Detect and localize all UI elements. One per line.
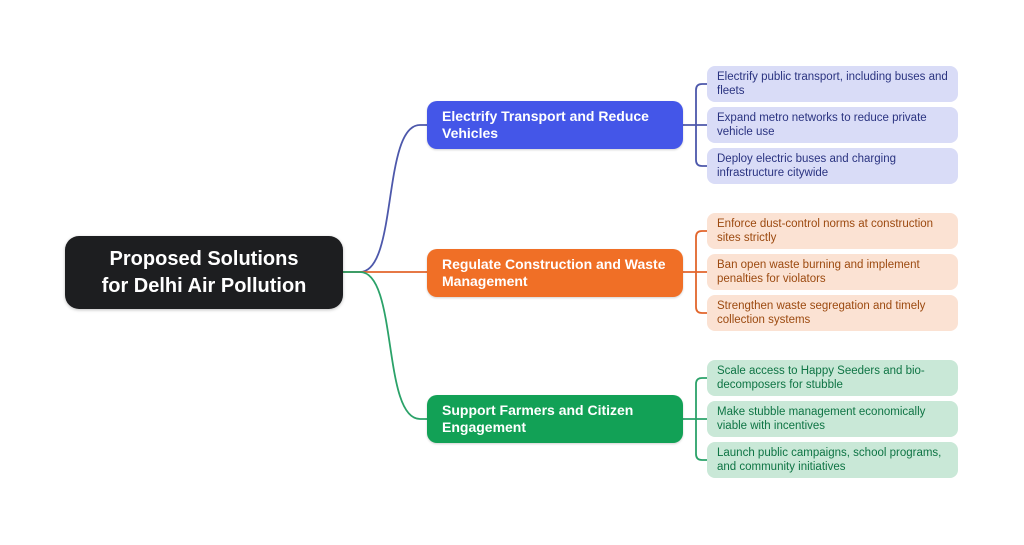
connector-root-to-farmers bbox=[342, 271, 428, 420]
bracket-transport-spine bbox=[695, 83, 708, 167]
branch-node-label: Electrify Transport and Reduce Vehicles bbox=[442, 107, 649, 141]
branch-node-electrify-transport[interactable]: Electrify Transport and Reduce Vehicles bbox=[427, 101, 683, 149]
leaf-node[interactable]: Strengthen waste segregation and timely … bbox=[707, 295, 958, 331]
branch-node-label: Support Farmers and Citizen Engagement bbox=[442, 401, 634, 435]
root-node[interactable]: Proposed Solutions for Delhi Air Polluti… bbox=[65, 236, 343, 309]
branch-node-regulate-construction[interactable]: Regulate Construction and Waste Manageme… bbox=[427, 249, 683, 297]
leaf-node-label: Expand metro networks to reduce private … bbox=[717, 111, 927, 138]
leaf-node[interactable]: Deploy electric buses and charging infra… bbox=[707, 148, 958, 184]
branch-node-label: Regulate Construction and Waste Manageme… bbox=[442, 255, 666, 289]
leaf-node[interactable]: Electrify public transport, including bu… bbox=[707, 66, 958, 102]
leaf-node-label: Enforce dust-control norms at constructi… bbox=[717, 217, 934, 244]
leaf-node-label: Launch public campaigns, school programs… bbox=[717, 446, 942, 473]
leaf-node-label: Deploy electric buses and charging infra… bbox=[717, 152, 896, 179]
connector-root-to-transport bbox=[342, 124, 428, 273]
root-node-label: Proposed Solutions for Delhi Air Polluti… bbox=[101, 248, 307, 297]
leaf-node-label: Make stubble management economically via… bbox=[717, 405, 926, 432]
leaf-node[interactable]: Scale access to Happy Seeders and bio-de… bbox=[707, 360, 958, 396]
leaf-node[interactable]: Expand metro networks to reduce private … bbox=[707, 107, 958, 143]
branch-node-support-farmers[interactable]: Support Farmers and Citizen Engagement bbox=[427, 395, 683, 443]
bracket-construction-spine bbox=[695, 230, 708, 314]
leaf-node[interactable]: Ban open waste burning and implement pen… bbox=[707, 254, 958, 290]
leaf-node-label: Scale access to Happy Seeders and bio-de… bbox=[717, 364, 925, 391]
leaf-node-label: Electrify public transport, including bu… bbox=[717, 70, 948, 97]
leaf-node[interactable]: Enforce dust-control norms at constructi… bbox=[707, 213, 958, 249]
leaf-node[interactable]: Launch public campaigns, school programs… bbox=[707, 442, 958, 478]
leaf-node-label: Strengthen waste segregation and timely … bbox=[717, 299, 926, 326]
leaf-node-label: Ban open waste burning and implement pen… bbox=[717, 258, 920, 285]
bracket-farmers-spine bbox=[695, 377, 708, 461]
leaf-node[interactable]: Make stubble management economically via… bbox=[707, 401, 958, 437]
